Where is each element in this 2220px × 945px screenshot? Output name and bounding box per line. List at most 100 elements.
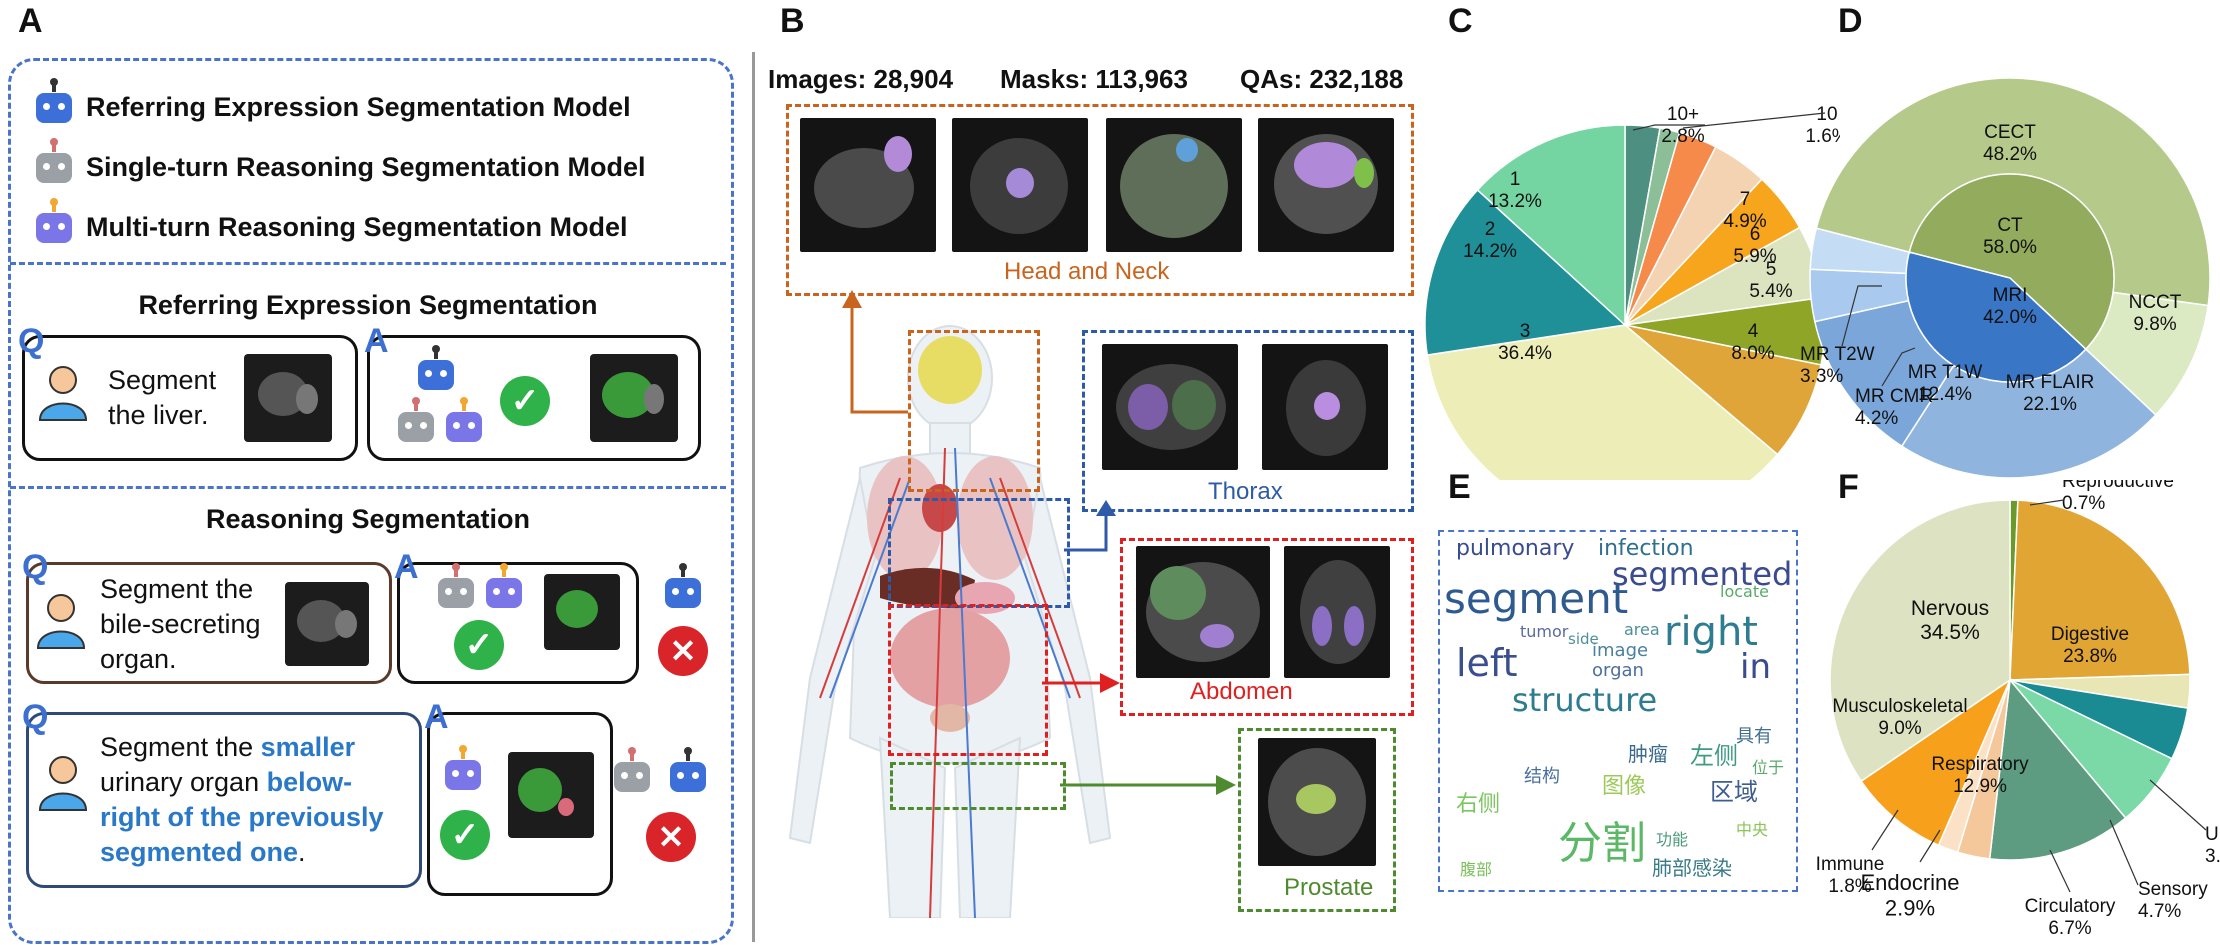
slice-label-line: 13.2% bbox=[1488, 191, 1542, 212]
region-label-thorax: Thorax bbox=[1208, 478, 1283, 505]
scan-image bbox=[800, 118, 936, 252]
word: structure bbox=[1512, 681, 1658, 719]
slice-label-line: MR CMR bbox=[1855, 386, 1933, 407]
scan-image bbox=[1284, 546, 1390, 678]
text-part: urinary organ bbox=[100, 767, 267, 797]
divider bbox=[10, 262, 726, 265]
slice-label-line: 2.8% bbox=[1661, 126, 1704, 147]
word: 位于 bbox=[1752, 758, 1785, 777]
prostate-box bbox=[1238, 728, 1396, 912]
slice-label-line: 12.4% bbox=[1918, 384, 1972, 405]
word: 肿瘤 bbox=[1628, 742, 1668, 766]
leader-line bbox=[1682, 112, 1826, 129]
word: image bbox=[1592, 640, 1649, 661]
text-highlight: below-right of the previously segmented … bbox=[100, 767, 384, 867]
abdomen-box bbox=[1120, 538, 1414, 716]
donut-inner-slice bbox=[1908, 173, 2115, 351]
cross-icon: ✕ bbox=[658, 626, 708, 676]
q-badge: Q bbox=[18, 322, 45, 360]
pie-slice bbox=[1624, 324, 1822, 456]
slice-label-line: MRI bbox=[1993, 285, 2028, 306]
slice-label-line: 8.0% bbox=[1731, 343, 1774, 364]
a-badge: A bbox=[394, 548, 419, 586]
slice-label-line: MR FLAIR bbox=[2006, 372, 2095, 393]
user-icon bbox=[38, 366, 88, 421]
check-icon: ✓ bbox=[454, 620, 504, 670]
check-icon: ✓ bbox=[440, 810, 490, 860]
gray-robot-icon bbox=[398, 397, 434, 442]
slice-label-line: 58.0% bbox=[1983, 237, 2037, 258]
scan-image bbox=[1258, 738, 1376, 866]
arrow-abdomen bbox=[1042, 673, 1120, 693]
leader-line bbox=[2029, 499, 2065, 506]
scan-image bbox=[952, 118, 1088, 252]
region-label-head-neck: Head and Neck bbox=[1004, 258, 1170, 285]
pie-slice bbox=[1829, 499, 2011, 783]
human-body-illustration bbox=[788, 325, 1112, 918]
word: 区域 bbox=[1710, 778, 1758, 806]
slice-label-line: MR T1W bbox=[1908, 362, 1983, 383]
word: 功能 bbox=[1656, 830, 1689, 849]
slice-label-line: Urinary bbox=[2205, 824, 2220, 845]
slice-label-line: 6.7% bbox=[2048, 918, 2091, 939]
gray-robot-icon bbox=[614, 747, 650, 792]
word: area bbox=[1624, 620, 1660, 639]
word: locate bbox=[1720, 582, 1769, 601]
legend-multi-model: Multi-turn Reasoning Segmentation Model bbox=[36, 197, 628, 243]
slice-label-line: MR T2W bbox=[1800, 344, 1875, 365]
a-badge: A bbox=[364, 322, 389, 360]
slice-label-line: 5.9% bbox=[1733, 246, 1776, 267]
purple-robot-icon bbox=[446, 397, 482, 442]
pie-slice bbox=[1426, 324, 1779, 480]
purple-robot-icon bbox=[486, 563, 522, 608]
slice-label: Urinary3.0% bbox=[2205, 824, 2220, 867]
ct-image-segmented bbox=[508, 752, 594, 838]
word: organ bbox=[1592, 660, 1644, 681]
panel-letter-d: D bbox=[1838, 2, 1863, 40]
legend-label: Referring Expression Segmentation Model bbox=[86, 92, 631, 122]
slice-label-line: 0.7% bbox=[2062, 493, 2105, 514]
q-badge: Q bbox=[22, 698, 49, 736]
word: side bbox=[1568, 630, 1599, 648]
pie-slice bbox=[1988, 678, 2127, 861]
slice-label-line: 42.0% bbox=[1983, 307, 2037, 328]
reasoning-question-text: Segment the bile-secreting organ. bbox=[100, 574, 261, 674]
leader-line bbox=[2109, 819, 2139, 886]
stat-label: Masks: bbox=[1000, 64, 1089, 94]
word-cloud: pulmonary infection segmented segment ri… bbox=[1438, 530, 1798, 892]
slice-label-line: CECT bbox=[1984, 122, 2036, 143]
donut-inner-slice bbox=[1905, 251, 2087, 383]
word: 分割 bbox=[1558, 818, 1646, 869]
word: in bbox=[1740, 647, 1771, 687]
leader-line bbox=[2149, 779, 2207, 831]
scan-image bbox=[1106, 118, 1242, 252]
pie-slice bbox=[1476, 124, 1626, 327]
res-question-text: Segment the liver. bbox=[108, 365, 217, 430]
text-part: Segment the bbox=[100, 732, 261, 762]
word: right bbox=[1664, 609, 1758, 655]
stat-qas: QAs: 232,188 bbox=[1240, 64, 1403, 95]
word: 右侧 bbox=[1456, 792, 1501, 817]
panel-a-frame bbox=[8, 58, 734, 944]
slice-label-line: CT bbox=[1997, 215, 2023, 236]
leader-line bbox=[1871, 809, 1899, 851]
slice-label-line: 9.8% bbox=[2133, 314, 2176, 335]
slice-label-line: 6 bbox=[1750, 224, 1761, 245]
stat-label: Images: bbox=[768, 64, 867, 94]
slice-label-line: 48.2% bbox=[1983, 144, 2037, 165]
ct-image-segmented bbox=[544, 574, 620, 650]
